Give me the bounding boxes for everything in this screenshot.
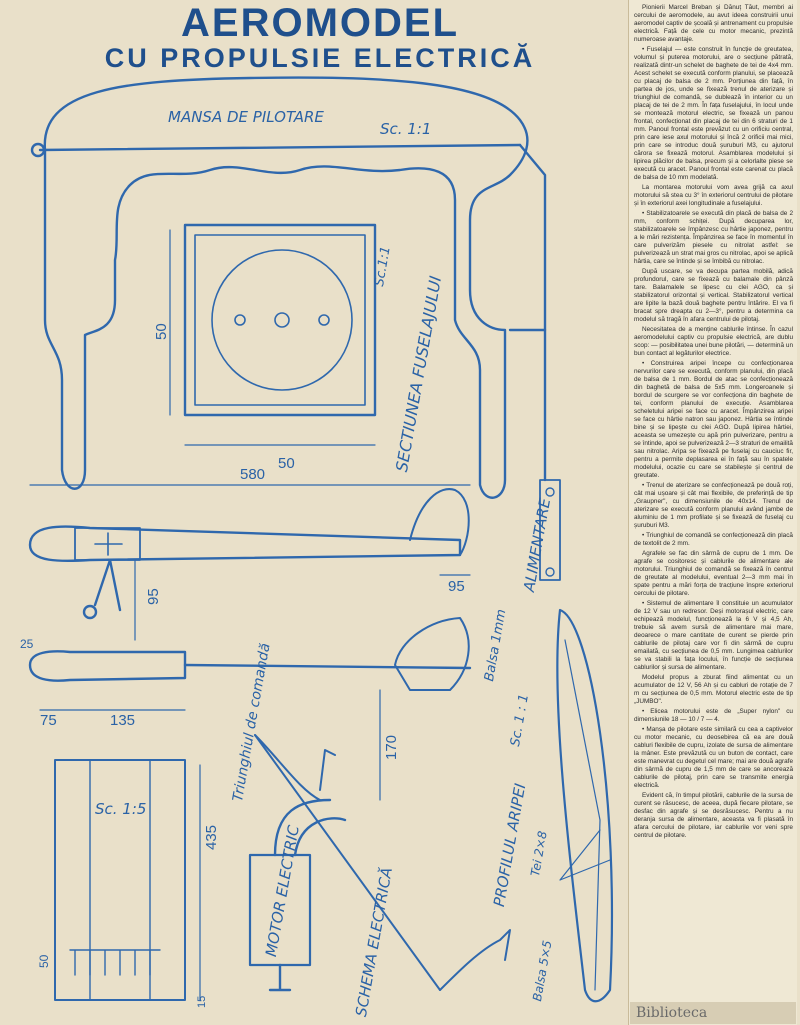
article-text-column: Pionierii Marcel Breban și Dănuț Tăut, m… — [628, 0, 797, 1025]
label-scale-1-1: Sc. 1:1 — [380, 120, 432, 138]
technical-drawing — [28, 76, 614, 1003]
article-paragraph: Agrafele se fac din sârmă de cupru de 1 … — [634, 550, 793, 597]
label-scale-1-5: Sc. 1:5 — [95, 800, 147, 818]
label-mansa: MANSA DE PILOTARE — [168, 108, 324, 126]
control-handle-outline — [43, 76, 529, 499]
article-subtitle: CU PROPULSIE ELECTRICĂ — [104, 43, 536, 73]
fuselage-side-view — [28, 525, 462, 563]
dim-95-wing: 95 — [448, 578, 465, 595]
dim-135: 135 — [110, 712, 136, 729]
fuselage-section — [183, 223, 377, 417]
article-paragraph: • Stabilizatoarele se execută din placă … — [634, 210, 793, 265]
dim-75: 75 — [40, 712, 57, 729]
dim-580: 580 — [240, 466, 266, 483]
library-watermark-logo: Biblioteca — [630, 1002, 796, 1024]
article-paragraph: • Manșa de pilotare este similară cu cea… — [634, 726, 793, 789]
article-paragraph: Evident că, în timpul pilotării, cabluri… — [634, 792, 793, 839]
wing-profile — [556, 608, 614, 1003]
article-paragraph: • Elicea motorului este de „Super nylon"… — [634, 708, 793, 723]
article-paragraph: • Sistemul de alimentare îl constituie u… — [634, 600, 793, 671]
article-paragraph: • Triunghiul de comandă se confecționeaz… — [634, 532, 793, 547]
article-paragraph: Modelul propus a zburat fiind alimentat … — [634, 674, 793, 705]
dim-95-gear: 95 — [145, 588, 162, 605]
dim-435: 435 — [203, 824, 220, 850]
article-paragraph: • Fuselajul — este construit în funcție … — [634, 46, 793, 181]
article-paragraph: • Construirea aripei începe cu confecțio… — [634, 360, 793, 479]
dim-15: 15 — [196, 995, 208, 1008]
article-paragraph: Necesitatea de a menține cablurile întin… — [634, 326, 793, 357]
dim-50-lower: 50 — [37, 954, 51, 968]
dim-170: 170 — [383, 734, 400, 760]
dim-50-vertical: 50 — [153, 323, 170, 340]
article-title-block: AEROMODEL CU PROPULSIE ELECTRICĂ — [20, 2, 620, 72]
article-title: AEROMODEL — [181, 1, 459, 45]
dim-50-horizontal: 50 — [278, 455, 295, 472]
article-paragraph: Pionierii Marcel Breban și Dănuț Tăut, m… — [634, 4, 793, 43]
article-paragraph: • Trenul de aterizare se confecționează … — [634, 482, 793, 529]
dim-25: 25 — [20, 637, 34, 651]
article-paragraph: După uscare, se va decupa partea mobilă,… — [634, 268, 793, 323]
article-paragraph: La montarea motorului vom avea grijă ca … — [634, 184, 793, 207]
